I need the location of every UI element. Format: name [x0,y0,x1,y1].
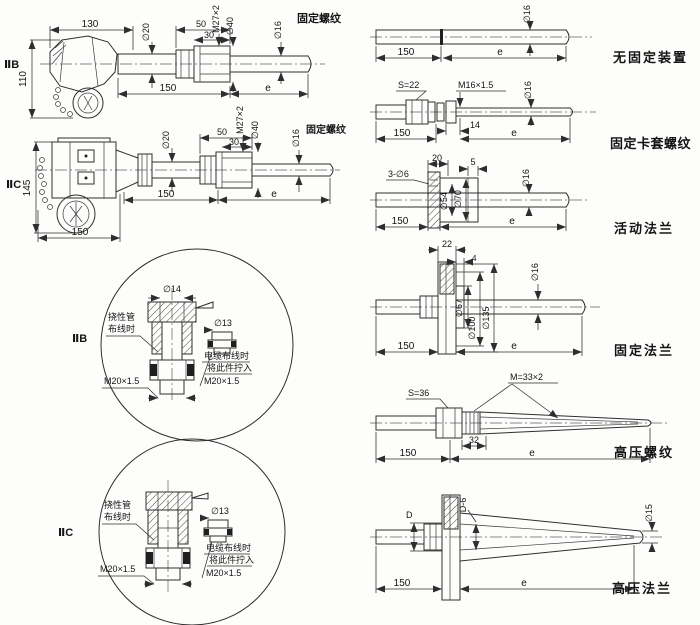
thread-m16-label: M16×1.5 [458,80,493,90]
dim-32: 32 [469,435,479,445]
dia-16: ∅16 [523,81,533,99]
dia-16: ∅16 [273,21,283,39]
bolt-holes-label: 3-∅6 [388,169,409,179]
detail-circle-iib: ⅡB ∅14 挠性管 布线时 M20×1.5 ∅13 电缆布线时 将此件拧入 M… [72,248,294,442]
dia-20: ∅20 [161,131,171,149]
caption-ferrule: 固定卡套螺纹 [610,136,692,151]
cable-note-line3: M20×1.5 [206,568,241,578]
flex-note-line2: 布线时 [104,511,131,522]
caption-fixed-flange: 固定法兰 [614,343,674,358]
s22-label: S=22 [398,80,419,90]
dim-50: 50 [196,19,206,29]
dia-67: ∅67 [454,299,464,317]
dim-150: 150 [394,578,411,589]
dim-150: 150 [394,128,411,139]
dia-14: ∅14 [163,284,181,294]
dia-135: ∅135 [481,307,491,330]
label-iib: ⅡB [4,59,19,71]
dim-150: 150 [160,83,177,94]
dia-16: ∅16 [291,129,301,147]
dim-e: e [529,448,535,459]
flex-note-line1: 挠性管 [104,499,131,510]
dim-150: 150 [158,189,175,200]
movable-flange-drawing: ∅54 ∅70 20 5 3-∅6 ∅16 150 e 活动法兰 [370,153,674,236]
cable-note-line1: 电缆布线时 [204,350,249,361]
cable-note-line2: 将此件拧入 [209,554,254,565]
dim-e: e [497,47,503,58]
thread-m20: M20×1.5 [104,376,139,386]
thread-m27: M27×2 [211,5,221,33]
caption-fixed-thread: 固定螺纹 [306,123,347,136]
dim-150: 150 [400,448,417,459]
dim-e: e [271,189,277,200]
dia-20: ∅20 [141,23,151,41]
caption-no-fixture: 无固定装置 [612,50,688,65]
caption-movable-flange: 活动法兰 [614,221,674,236]
dia-15: ∅15 [644,504,654,522]
dim-50: 50 [217,127,227,137]
detail-circle-iic: ⅡC 挠性管 布线时 M20×1.5 ∅13 电缆布线时 将此件拧入 M20×1… [58,438,286,625]
assembly-iic-drawing: 145 ⅡC 150 ∅20 50 30 M27×2 ∅40 ∅16 固定螺纹 … [6,106,347,242]
dim-30: 30 [204,30,214,40]
hp-thread-drawing: S=36 M=33×2 32 150 e 高压螺纹 [370,372,674,463]
label-iic: ⅡC [6,179,21,191]
s36-label: S=36 [408,388,429,398]
assembly-iib-drawing: 130 110 ⅡB ∅20 50 30 M27×2 ∅40 ∅16 固定螺纹 … [4,5,342,119]
cable-note-line3: M20×1.5 [204,376,239,386]
dim-e: e [521,578,527,589]
thread-m33-label: M=33×2 [510,372,543,382]
no-fixture-drawing: ∅16 150 e 无固定装置 [370,5,688,65]
dim-14: 14 [470,120,480,130]
caption-hp-thread: 高压螺纹 [614,445,674,460]
flex-note-line2: 布线时 [108,323,135,334]
dim-150: 150 [398,47,415,58]
dia-16: ∅16 [530,263,540,281]
thread-m27: M27×2 [235,106,245,134]
dia-13: ∅13 [214,318,232,328]
label-iib: ⅡB [72,333,87,345]
fixed-flange-drawing: 22 4 ∅67 ∅100 ∅135 ∅16 150 e 固定法兰 [370,239,674,358]
dim-d6-label: D-6 [458,498,468,513]
label-iic: ⅡC [58,527,73,539]
dim-110: 110 [18,71,29,87]
cable-note-line1: 电缆布线时 [206,542,251,553]
caption-fixed-thread: 固定螺纹 [297,11,342,25]
dim-e: e [265,83,271,94]
dia-100: ∅100 [467,317,477,340]
dim-4: 4 [472,254,477,263]
dim-150-head: 150 [72,227,89,238]
thread-m20: M20×1.5 [100,564,135,574]
cable-note-line2: 将此件拧入 [207,362,252,373]
dim-e: e [511,341,517,352]
dim-150: 150 [392,216,409,227]
dia-70: ∅70 [453,190,463,208]
flex-note-line1: 挠性管 [108,311,135,322]
dia-16: ∅16 [521,169,531,187]
dim-e: e [511,128,517,139]
dim-130: 130 [82,19,99,30]
dia-40: ∅40 [250,121,260,139]
dim-5: 5 [470,157,475,167]
dim-150: 150 [398,341,415,352]
dim-22: 22 [442,239,452,249]
dia-13: ∅13 [211,506,229,516]
dim-e: e [509,216,515,227]
dia-16: ∅16 [522,5,532,23]
dim-145: 145 [22,179,33,196]
dim-20: 20 [432,153,442,163]
hp-flange-drawing: D D-6 ∅15 150 e 高压法兰 [370,494,672,601]
caption-hp-flange: 高压法兰 [612,581,672,596]
ferrule-thread-drawing: S=22 M16×1.5 ∅16 150 14 e 固定卡套螺纹 [370,80,692,151]
dim-d-label: D [406,510,413,520]
dim-30: 30 [229,137,239,147]
dia-54: ∅54 [439,192,449,210]
dia-40: ∅40 [225,17,235,35]
